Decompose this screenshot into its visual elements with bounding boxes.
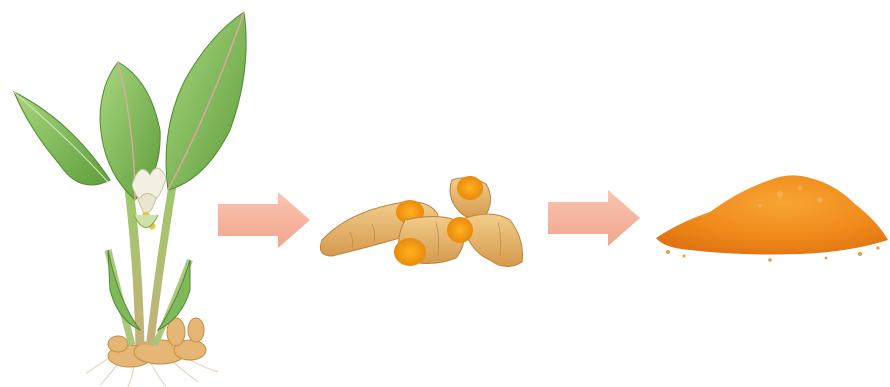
right-arrow-icon [214,190,314,250]
turmeric-root-icon [310,160,535,280]
turmeric-powder-icon [650,160,890,270]
right-arrow-icon [544,188,644,248]
